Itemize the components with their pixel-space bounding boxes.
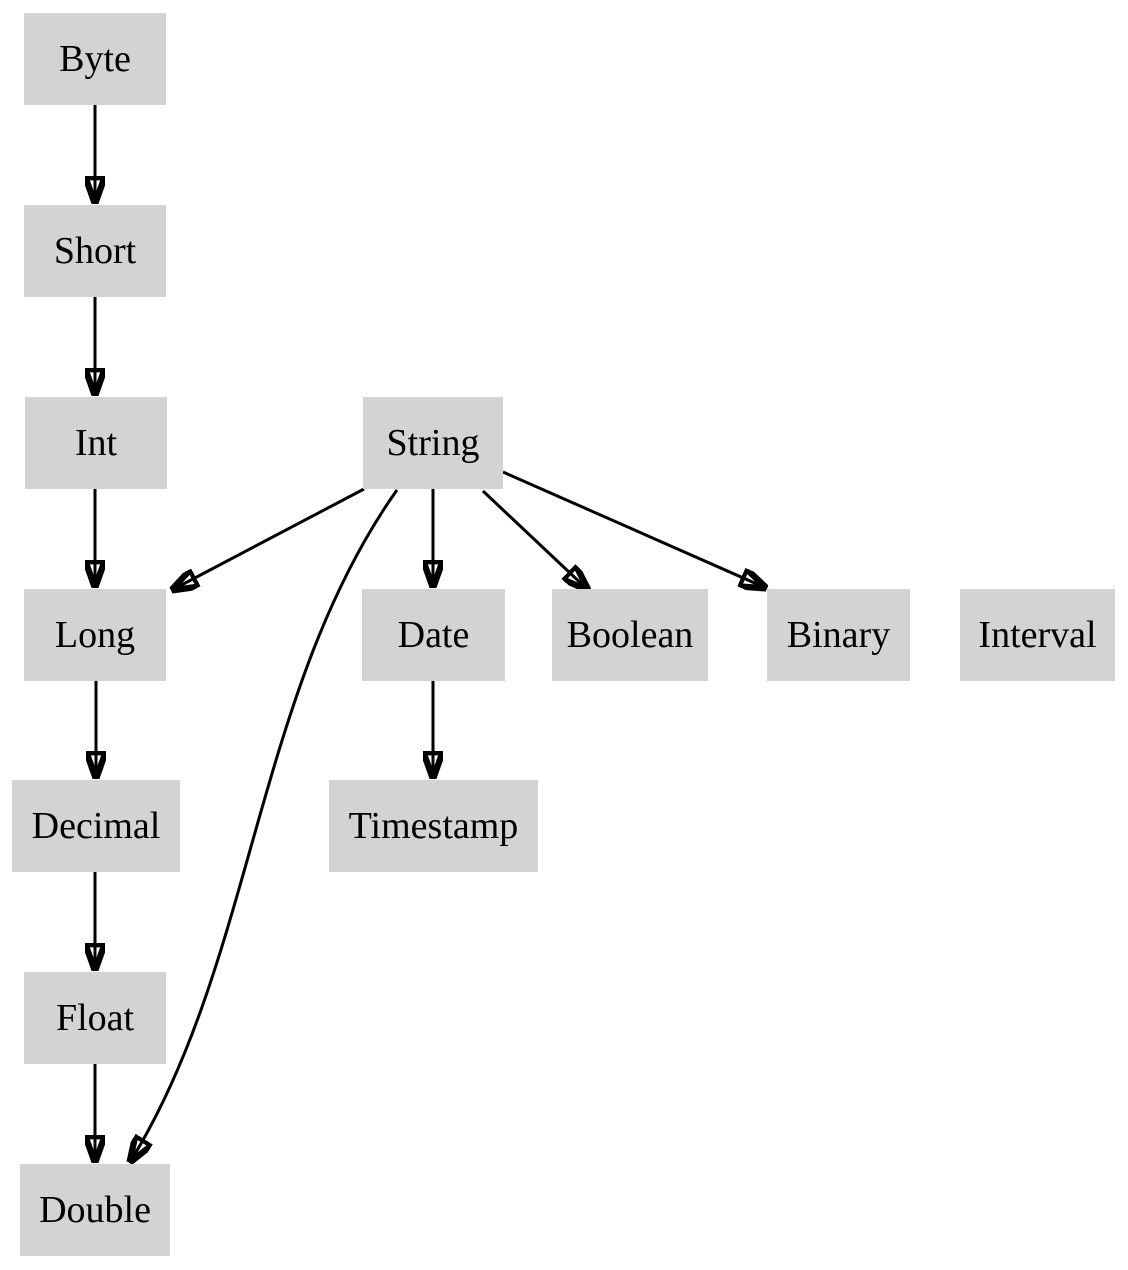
edge-string-binary [502,470,766,588]
node-double: Double [20,1164,170,1256]
node-float: Float [24,972,166,1064]
node-string: String [363,397,503,489]
node-byte: Byte [24,13,166,105]
node-int: Int [25,397,167,489]
edge-string-boolean [481,489,588,590]
node-interval: Interval [960,589,1115,681]
edge-string-double [130,489,399,1162]
node-boolean: Boolean [552,589,708,681]
node-long: Long [24,589,166,681]
node-date: Date [362,589,505,681]
node-decimal: Decimal [12,780,180,872]
node-short: Short [24,205,166,297]
edge-string-long [172,487,365,590]
node-binary: Binary [767,589,910,681]
node-timestamp: Timestamp [329,780,538,872]
